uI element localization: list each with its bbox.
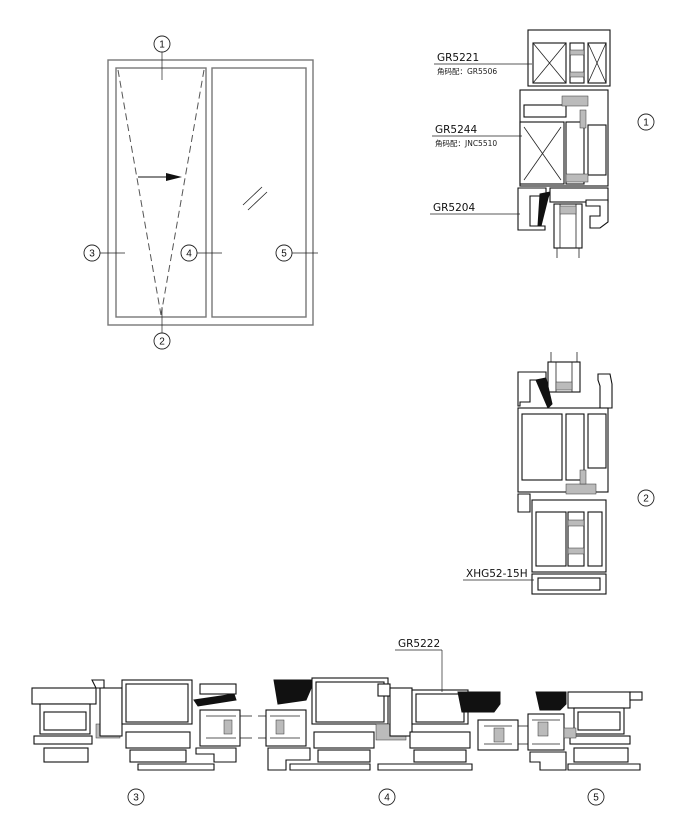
section-3-callout: 3 [127, 788, 145, 806]
opening-dash-right [160, 69, 205, 316]
s3-glass-unit [199, 709, 241, 747]
label-gr5244: GR5244 [435, 124, 477, 136]
section-1-profile: GR5221 角码配：GR5506 GR5244 角码配：JNC5510 GR5… [430, 29, 655, 258]
section-2-profile: XHG52-15H 2 [463, 352, 655, 595]
s5-top-rail [567, 691, 631, 709]
svg-text:4: 4 [186, 249, 192, 260]
elevation-callout-5: 5 [275, 244, 293, 262]
svg-text:4: 4 [384, 793, 390, 804]
section-2-callout: 2 [637, 489, 655, 507]
svg-text:2: 2 [159, 337, 165, 348]
window-elevation: 1 2 3 4 5 [83, 35, 318, 350]
s3-top-rail [31, 687, 97, 705]
label-gr5221: GR5221 [437, 52, 479, 64]
outer-frame [107, 59, 314, 326]
section-4-callout: 4 [378, 788, 396, 806]
slide-arrow-icon [166, 173, 182, 181]
sliding-sash-left [115, 67, 207, 318]
label-xhg52: XHG52-15H [466, 568, 528, 580]
elevation-callout-4: 4 [180, 244, 198, 262]
elevation-callout-1: 1 [153, 35, 171, 53]
s4-glass-unit-left [265, 709, 307, 747]
glass-hatch-1 [242, 186, 263, 206]
fixed-pane-right [211, 67, 307, 318]
svg-text:5: 5 [593, 793, 599, 804]
elevation-callout-2: 2 [153, 332, 171, 350]
bottom-hook-profile [517, 187, 547, 231]
svg-text:3: 3 [89, 249, 95, 260]
svg-text:1: 1 [159, 40, 165, 51]
note-gr5244: 角码配：JNC5510 [435, 138, 497, 148]
svg-text:5: 5 [281, 249, 287, 260]
s4-glass-unit-right [477, 719, 519, 751]
section-1-callout: 1 [637, 113, 655, 131]
elevation-callout-3: 3 [83, 244, 101, 262]
glass-hatch-2 [247, 191, 268, 211]
svg-text:3: 3 [133, 793, 139, 804]
svg-text:2: 2 [643, 494, 649, 505]
note-gr5221: 角码配：GR5506 [437, 66, 497, 76]
section-4-profile: GR5222 4 [258, 638, 519, 806]
svg-text:1: 1 [643, 118, 649, 129]
opening-dash-left [117, 69, 162, 316]
label-gr5204: GR5204 [433, 202, 475, 214]
label-gr5222: GR5222 [398, 638, 440, 650]
section-5-callout: 5 [587, 788, 605, 806]
section-3-profile: 3 [31, 679, 252, 806]
section-5-profile: 5 [518, 691, 643, 806]
